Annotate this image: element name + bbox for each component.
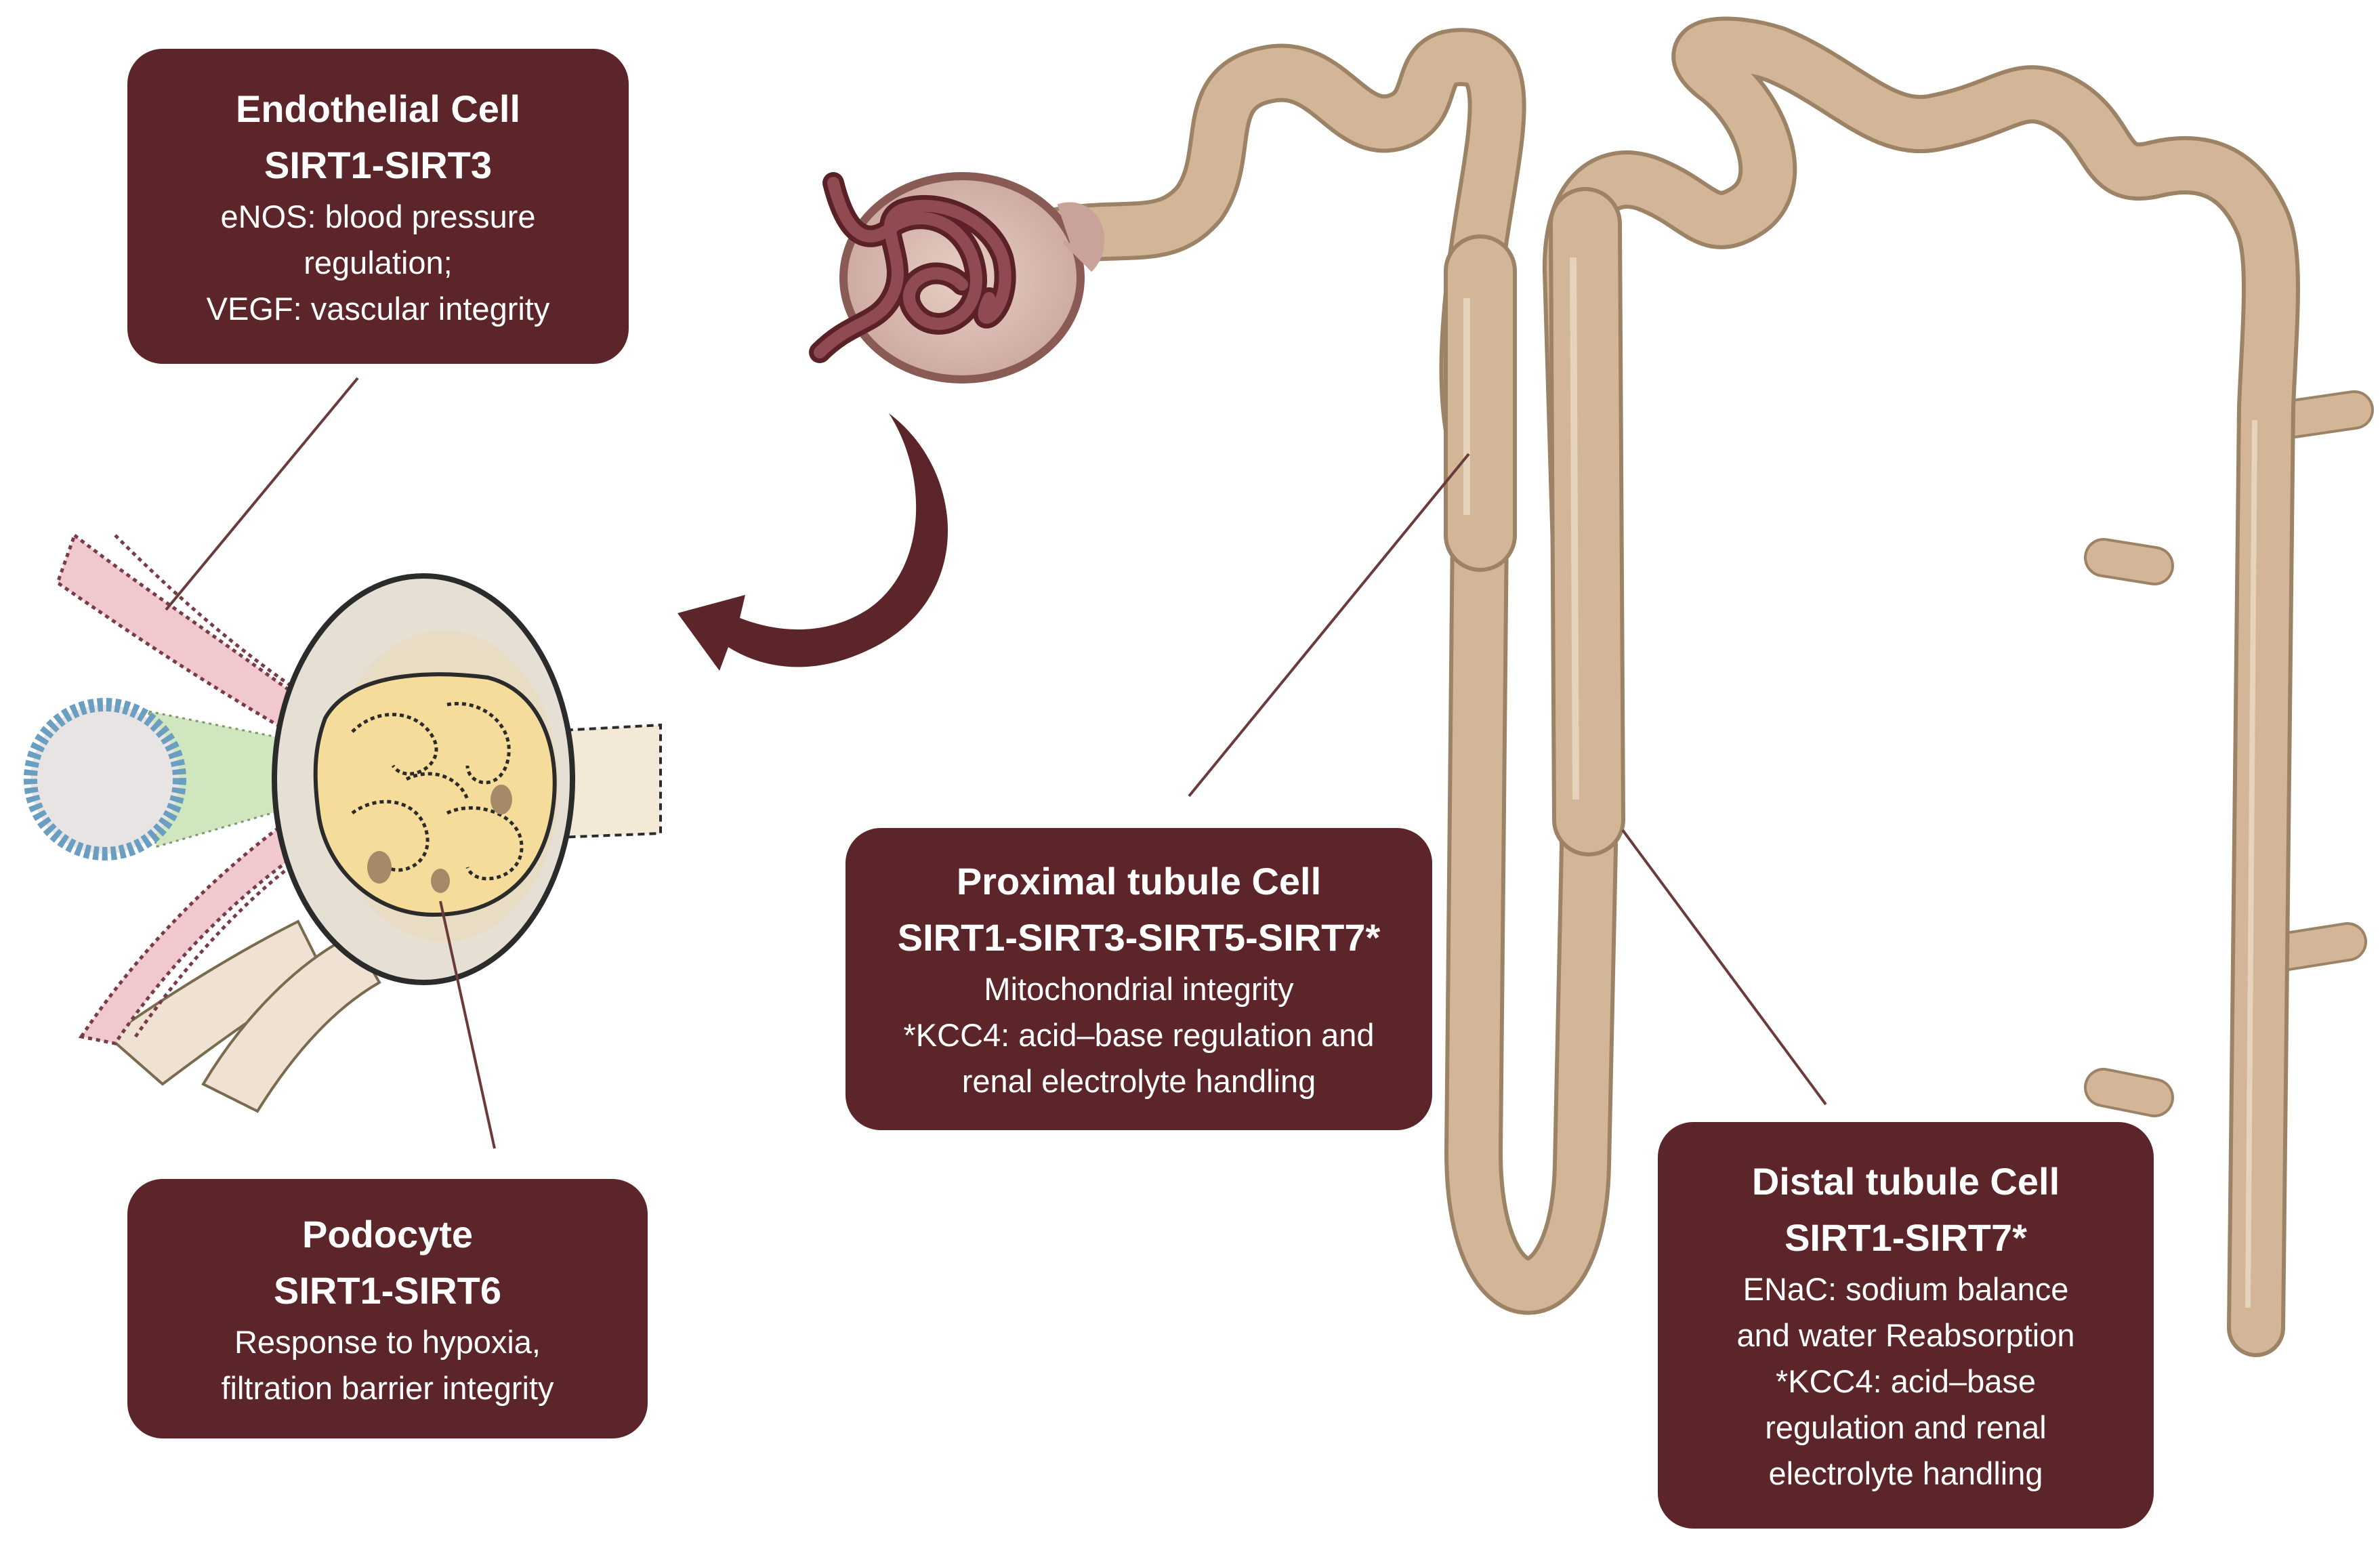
- proximal-line: Mitochondrial integrity: [984, 971, 1294, 1007]
- endothelial-title: Endothelial Cell: [235, 87, 521, 130]
- proximal-sirt: SIRT1-SIRT3-SIRT5-SIRT7*: [897, 916, 1381, 959]
- endothelial-leader-line: [165, 377, 359, 611]
- proximal-line: *KCC4: acid–base regulation and: [903, 1017, 1375, 1053]
- endothelial-line: VEGF: vascular integrity: [206, 290, 550, 327]
- podocyte-sirt: SIRT1-SIRT6: [273, 1268, 502, 1312]
- podocyte-line: filtration barrier integrity: [221, 1369, 554, 1406]
- distal-leader-line: [1621, 829, 1827, 1106]
- endothelial-sirt: SIRT1-SIRT3: [264, 143, 493, 186]
- endothelial-cell-box: Endothelial Cell SIRT1-SIRT3 eNOS: blood…: [127, 49, 629, 364]
- nephron-tubule-illustration: [1024, 16, 2374, 1357]
- proximal-line: renal electrolyte handling: [961, 1063, 1316, 1099]
- podocyte-title: Podocyte: [301, 1212, 474, 1256]
- podocyte-line: Response to hypoxia,: [234, 1323, 541, 1360]
- distal-title: Distal tubule Cell: [1751, 1160, 2060, 1203]
- glomerulus-cross-section-illustration: [24, 532, 662, 1113]
- distal-line: regulation and renal: [1765, 1409, 2047, 1445]
- curved-arrow-icon: [677, 413, 948, 671]
- distal-line: electrolyte handling: [1768, 1455, 2043, 1491]
- podocyte-leader-line: [439, 900, 496, 1149]
- podocyte-box: Podocyte SIRT1-SIRT6 Response to hypoxia…: [127, 1179, 648, 1438]
- distal-tubule-box: Distal tubule Cell SIRT1-SIRT7* ENaC: so…: [1658, 1122, 2154, 1529]
- endothelial-line: regulation;: [304, 244, 453, 281]
- glomerulus-illustration: [809, 172, 1105, 383]
- distal-sirt: SIRT1-SIRT7*: [1784, 1216, 2027, 1259]
- distal-line: ENaC: sodium balance: [1742, 1271, 2069, 1307]
- proximal-tubule-box: Proximal tubule Cell SIRT1-SIRT3-SIRT5-S…: [845, 828, 1432, 1130]
- endothelial-line: eNOS: blood pressure: [220, 198, 536, 234]
- distal-line: *KCC4: acid–base: [1775, 1363, 2037, 1399]
- distal-line: and water Reabsorption: [1736, 1317, 2075, 1353]
- proximal-leader-line: [1188, 453, 1470, 797]
- proximal-title: Proximal tubule Cell: [956, 860, 1322, 903]
